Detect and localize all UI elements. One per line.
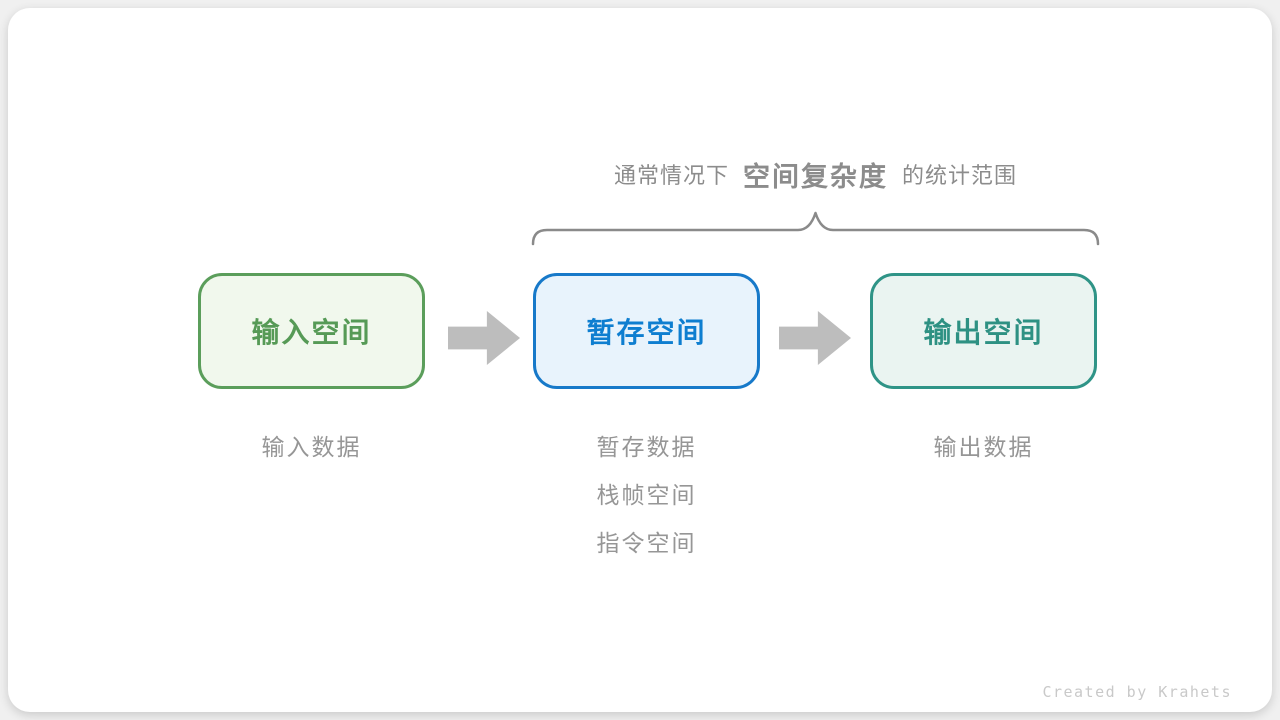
arrow-right-icon (448, 311, 520, 365)
brace-annotation: 通常情况下 空间复杂度 的统计范围 (533, 152, 1098, 196)
annotation-prefix: 通常情况下 (613, 163, 729, 188)
sublabel: 指令空间 (596, 530, 697, 556)
annotation-emphasis: 空间复杂度 (743, 161, 888, 192)
sublabel: 输出数据 (933, 434, 1034, 460)
sublabel: 输入数据 (261, 434, 362, 460)
diagram-card: 通常情况下 空间复杂度 的统计范围 输入空间 暂存空间 输出空间 输入数据 暂存… (8, 8, 1272, 712)
temp-space-sublabels: 暂存数据 栈帧空间 指令空间 (533, 432, 760, 576)
input-space-sublabels: 输入数据 (198, 432, 425, 480)
credit-text: Created by Krahets (1042, 683, 1232, 701)
sublabel: 暂存数据 (596, 434, 697, 460)
output-space-sublabels: 输出数据 (870, 432, 1097, 480)
temp-space-label: 暂存空间 (586, 317, 707, 348)
sublabel: 栈帧空间 (596, 482, 697, 508)
arrow-right-icon (779, 311, 851, 365)
annotation-suffix: 的统计范围 (902, 163, 1018, 188)
curly-brace-icon (531, 211, 1100, 246)
temp-space-box: 暂存空间 (533, 273, 760, 389)
output-space-label: 输出空间 (923, 317, 1044, 348)
output-space-box: 输出空间 (870, 273, 1097, 389)
input-space-label: 输入空间 (251, 317, 372, 348)
input-space-box: 输入空间 (198, 273, 425, 389)
